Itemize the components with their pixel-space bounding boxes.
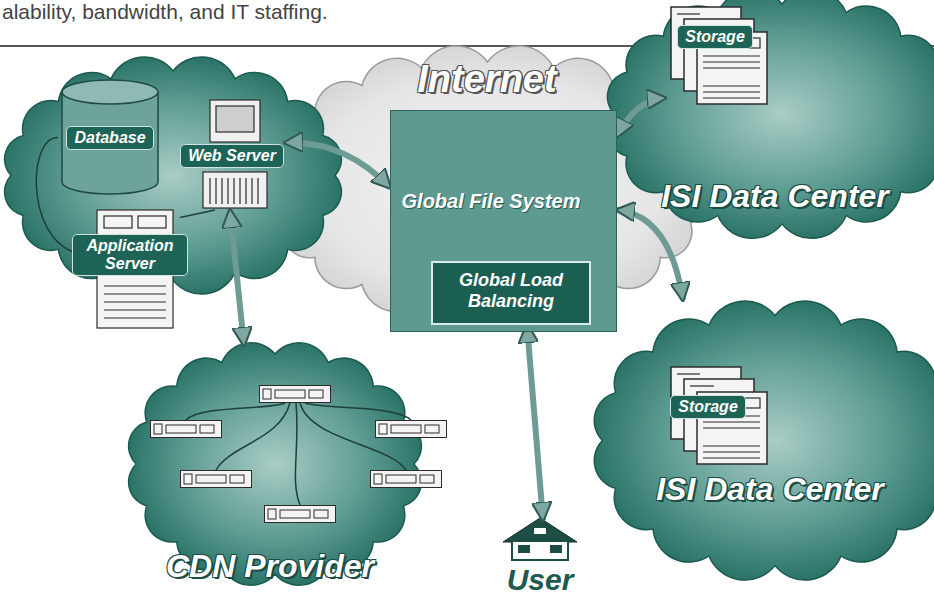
storage-rack [671,7,767,104]
cloud-shape [129,343,422,586]
web-server-icon [203,100,267,208]
data-arrow [527,325,543,520]
box-title: Global Load Balancing [441,270,581,311]
data-arrow [617,98,665,137]
node-title: User [507,563,574,596]
box-title: Global File System [402,190,581,213]
database-cylinder [62,80,158,194]
icon-label: Web Server [180,144,284,168]
data-arrow [285,143,390,188]
icon-label: Storage [677,25,753,49]
header-text: alability, bandwidth, and IT staffing. [2,0,328,24]
icon-label: Application Server [72,234,188,275]
link-line [36,137,90,255]
data-arrow [617,210,683,300]
cloud-shape [607,0,934,238]
cloud-shape [594,301,934,580]
load-balancer-box: Global Load Balancing [431,261,591,325]
cloud-title: CDN Provider [166,549,374,584]
cloud-title: ISI Data Center [661,179,889,214]
house-icon [503,518,577,560]
application-server-icon [97,210,173,328]
icon-label: Database [66,126,153,150]
data-arrow [230,210,244,345]
cloud-title: ISI Data Center [656,472,884,507]
cdn-switches [151,386,447,523]
storage-rack [671,367,767,464]
cloud-title: Internet [417,59,556,101]
cdn-wiring [186,403,411,505]
data-center-cloud: ISI Data CenterStorage [665,0,934,245]
icon-label: Storage [670,395,746,419]
link-line [180,210,215,218]
site-cloud [5,57,342,294]
file-system-box: Global File SystemGlobal Load Balancing [390,110,617,332]
